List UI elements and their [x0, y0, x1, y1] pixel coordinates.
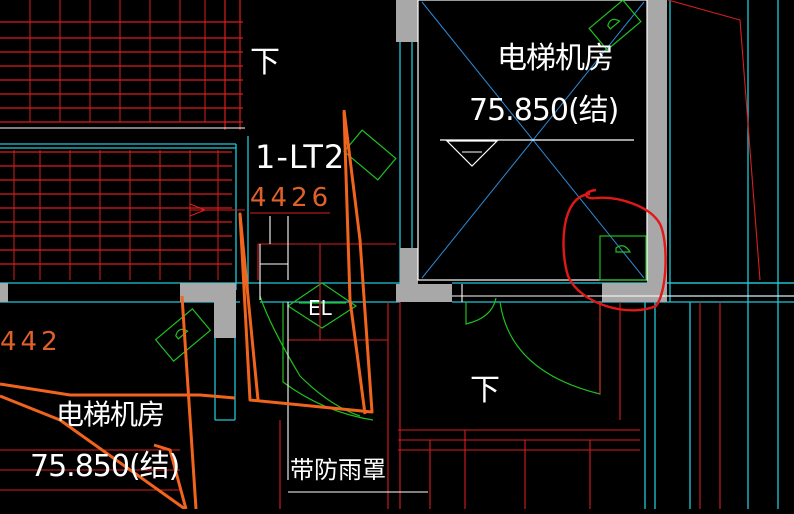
- stair-upper-left: [0, 0, 245, 130]
- lift-id-label: 1-LT2: [255, 138, 345, 176]
- el-symbol-label: EL: [308, 296, 333, 320]
- machine-room-top-label: 电梯机房: [497, 41, 613, 76]
- canopy-label: 带防雨罩: [290, 456, 386, 484]
- machine-room-bottom-label: 电梯机房: [56, 398, 164, 431]
- down-arrow-label-top: 下: [250, 45, 280, 80]
- dimension-4426: 4426: [250, 183, 332, 213]
- machine-room-top: [417, 0, 648, 281]
- orange-markup-lines: [0, 109, 374, 511]
- down-arrow-label-bottom: 下: [470, 373, 500, 408]
- elevation-top-label: 75.850(结): [469, 93, 618, 128]
- dimension-442: 442: [0, 327, 62, 357]
- red-circle-markup: [562, 188, 667, 312]
- stair-lower-left: [0, 150, 232, 280]
- elevation-bottom-label: 75.850(结): [30, 449, 179, 484]
- white-outline-lines: [259, 216, 794, 493]
- red-annotation-lines: [0, 0, 761, 509]
